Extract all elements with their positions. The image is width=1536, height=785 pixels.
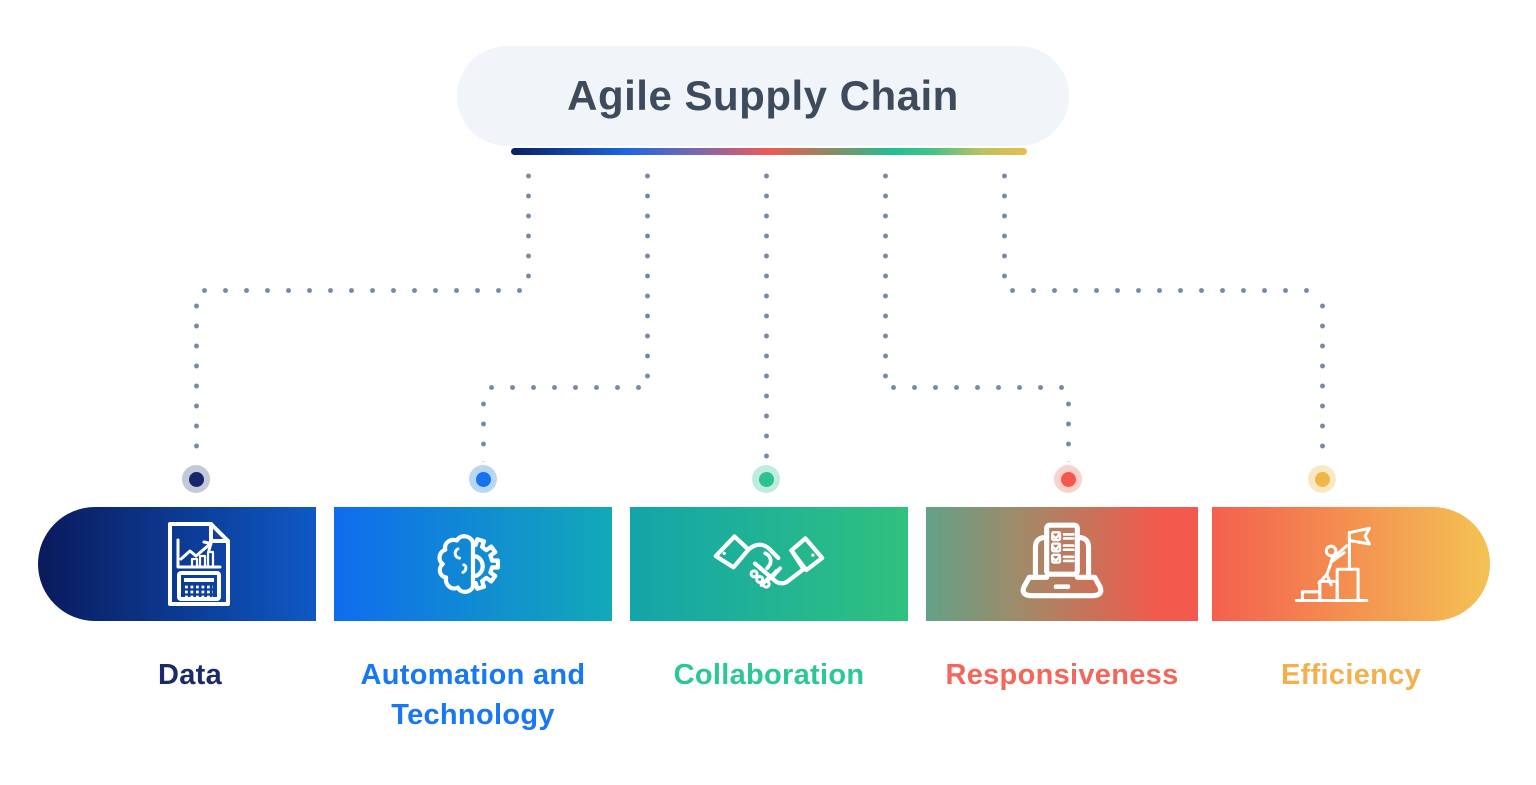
handshake-icon bbox=[713, 533, 825, 589]
node-core bbox=[1060, 471, 1076, 487]
node-dot-data bbox=[182, 465, 210, 493]
pillar-bar-data bbox=[38, 507, 316, 621]
connector-responsiveness-drop bbox=[1066, 394, 1071, 462]
connector-automation-horizontal bbox=[481, 385, 647, 390]
node-core bbox=[1314, 471, 1330, 487]
connector-automation-drop bbox=[481, 394, 486, 462]
node-dot-automation bbox=[469, 465, 497, 493]
node-dot-collaboration bbox=[752, 465, 780, 493]
pillar-label-responsiveness: Responsiveness bbox=[945, 659, 1179, 691]
node-core bbox=[758, 471, 774, 487]
node-core bbox=[475, 471, 491, 487]
connector-responsiveness-stub bbox=[883, 166, 888, 382]
node-dot-efficiency bbox=[1308, 465, 1336, 493]
goal-achievement-icon bbox=[1294, 526, 1371, 603]
connector-data-drop bbox=[194, 296, 199, 462]
node-dot-responsiveness bbox=[1054, 465, 1082, 493]
connector-collaboration-drop bbox=[764, 166, 769, 462]
laptop-checklist-icon bbox=[1020, 522, 1104, 599]
connector-efficiency-drop bbox=[1320, 296, 1325, 462]
pillar-label-data: Data bbox=[157, 659, 223, 691]
title-underline-gradient-bar bbox=[511, 148, 1027, 155]
connector-efficiency-stub bbox=[1002, 166, 1007, 284]
pillar-bar-responsiveness bbox=[926, 507, 1198, 621]
node-core bbox=[188, 471, 204, 487]
pillar-bar-collaboration bbox=[630, 507, 908, 621]
pillar-bar-efficiency bbox=[1212, 507, 1490, 621]
pillar-bar-automation bbox=[334, 507, 612, 621]
connector-data-stub bbox=[526, 166, 531, 284]
brain-gear-icon bbox=[437, 534, 501, 594]
diagram-title: Agile Supply Chain bbox=[567, 72, 959, 119]
title-pill: Agile Supply Chain bbox=[457, 46, 1069, 146]
report-chart-calculator-icon bbox=[168, 522, 230, 606]
connector-data-horizontal bbox=[194, 288, 528, 293]
connector-responsiveness-horizontal bbox=[883, 385, 1068, 390]
pillar-label-automation: Automation and Technology bbox=[360, 659, 586, 731]
connector-efficiency-horizontal bbox=[1002, 288, 1322, 293]
pillar-label-efficiency: Efficiency bbox=[1281, 659, 1421, 691]
pillar-label-collaboration: Collaboration bbox=[673, 659, 865, 691]
connector-automation-stub bbox=[645, 166, 650, 382]
